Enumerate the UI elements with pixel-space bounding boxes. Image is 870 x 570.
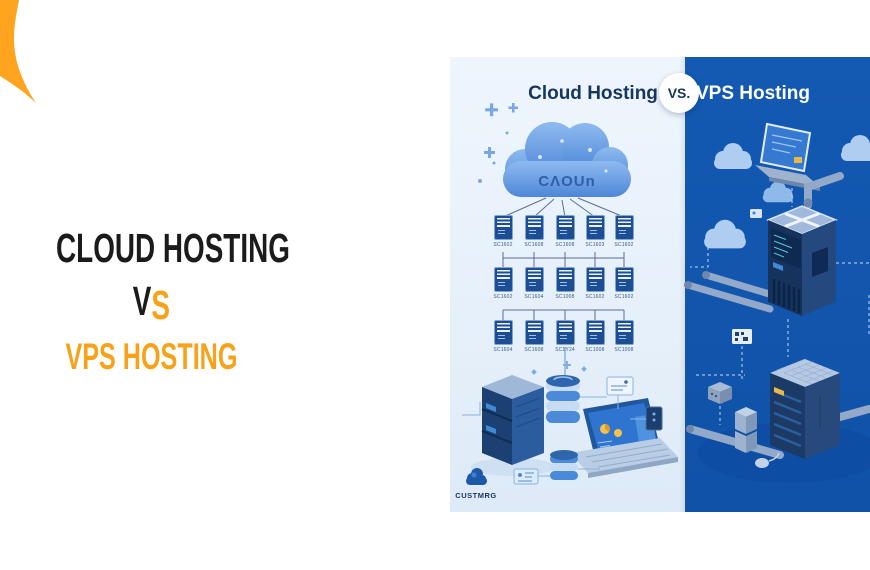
vs-badge: VS. xyxy=(659,73,699,113)
headline-vs-v: V xyxy=(132,278,151,324)
server-node: SC1608 xyxy=(550,215,580,248)
x-mark-icon xyxy=(784,212,820,228)
server-node: SC1008 xyxy=(580,320,610,353)
headline-vs-s: S xyxy=(151,282,170,328)
id-card-icon xyxy=(513,468,539,485)
illustration-title-right: VPS Hosting xyxy=(695,83,810,104)
headline-vs: VS xyxy=(1,278,301,326)
headline-line1: CLOUD HOSTING xyxy=(56,225,290,271)
drive-box-icon xyxy=(645,406,663,431)
server-label: SC1602 xyxy=(493,294,513,300)
illustration-title-left: Cloud Hosting xyxy=(528,83,658,104)
scene-connector-lines xyxy=(462,395,646,477)
server-node: SC1602 xyxy=(609,215,639,248)
server-label: SC1608 xyxy=(524,347,544,353)
server-node: SC1602 xyxy=(580,267,610,300)
server-icon xyxy=(555,320,575,345)
cloud-word-text: CΛOUn xyxy=(538,173,596,190)
split-divider xyxy=(679,57,685,512)
server-label: SC1604 xyxy=(493,347,513,353)
server-label: SC1008 xyxy=(585,347,605,353)
database-icon xyxy=(546,375,580,423)
headline-block: CLOUD HOSTING VS VPS HOSTING xyxy=(1,225,301,377)
server-label: SC1602 xyxy=(614,294,634,300)
server-icon xyxy=(585,267,605,292)
iso-server-tower-icon xyxy=(471,375,555,476)
headline-line3: VPS HOSTING xyxy=(65,336,237,377)
server-label: SC1604 xyxy=(524,294,544,300)
server-icon xyxy=(493,267,513,292)
storage-cubes-icon xyxy=(735,407,757,453)
server-label: SC1602 xyxy=(614,242,634,248)
server-icon xyxy=(614,215,634,240)
server-node: SC1603 xyxy=(580,215,610,248)
server-icon xyxy=(493,320,513,345)
server-label: SC1608 xyxy=(524,242,544,248)
tag-dot xyxy=(752,211,756,215)
server-node: SC1602 xyxy=(488,215,518,248)
laptop-icon xyxy=(570,398,678,478)
small-database-icon xyxy=(550,450,578,480)
illustration-scene: CΛOUn xyxy=(455,103,870,500)
server-label: SC1608 xyxy=(555,242,575,248)
server-label: SC1Y24 xyxy=(555,347,575,353)
server-icon xyxy=(585,320,605,345)
server-node: SC1602 xyxy=(609,267,639,300)
cloud-icon: CΛOUn xyxy=(503,122,631,197)
server-icon xyxy=(524,215,544,240)
server-icon xyxy=(555,267,575,292)
vps-rack-server-icon xyxy=(770,358,840,459)
browser-card-icon xyxy=(606,376,634,396)
server-label: SC1602 xyxy=(585,294,605,300)
vps-laptop-icon xyxy=(755,122,820,191)
sparkle-icons xyxy=(478,103,518,183)
server-label: SC1602 xyxy=(493,242,513,248)
server-icon xyxy=(524,267,544,292)
corner-swoosh-shape xyxy=(0,0,36,103)
server-label: SC1008 xyxy=(555,294,575,300)
vps-main-server-icon xyxy=(766,205,838,316)
circuit-dashed-lines xyxy=(690,188,870,425)
qr-box-icon xyxy=(732,329,752,344)
server-icon xyxy=(524,320,544,345)
server-icon xyxy=(555,215,575,240)
server-node: SC1602 xyxy=(488,267,518,300)
mouse-icon xyxy=(755,452,780,468)
server-node: SC1604 xyxy=(488,320,518,353)
server-node: SC1608 xyxy=(519,215,549,248)
watermark-logo: CUSTMRG xyxy=(455,468,496,500)
watermark-text: CUSTMRG xyxy=(455,491,496,500)
tag-icon xyxy=(750,209,762,218)
server-node: SC1008 xyxy=(609,320,639,353)
server-icon xyxy=(493,215,513,240)
server-label: SC1008 xyxy=(614,347,634,353)
server-icon xyxy=(585,215,605,240)
tiny-diamond-sparkles xyxy=(531,361,587,375)
server-label: SC1603 xyxy=(585,242,605,248)
server-node: SC1604 xyxy=(519,267,549,300)
server-icon xyxy=(614,320,634,345)
server-node: SC1008 xyxy=(550,267,580,300)
server-icon xyxy=(614,267,634,292)
network-device-icon xyxy=(708,382,732,404)
pipe-joints xyxy=(684,198,813,433)
server-node: SC1Y24 xyxy=(550,320,580,353)
server-node: SC1608 xyxy=(519,320,549,353)
illustration-panel: CΛOUn xyxy=(450,57,870,512)
